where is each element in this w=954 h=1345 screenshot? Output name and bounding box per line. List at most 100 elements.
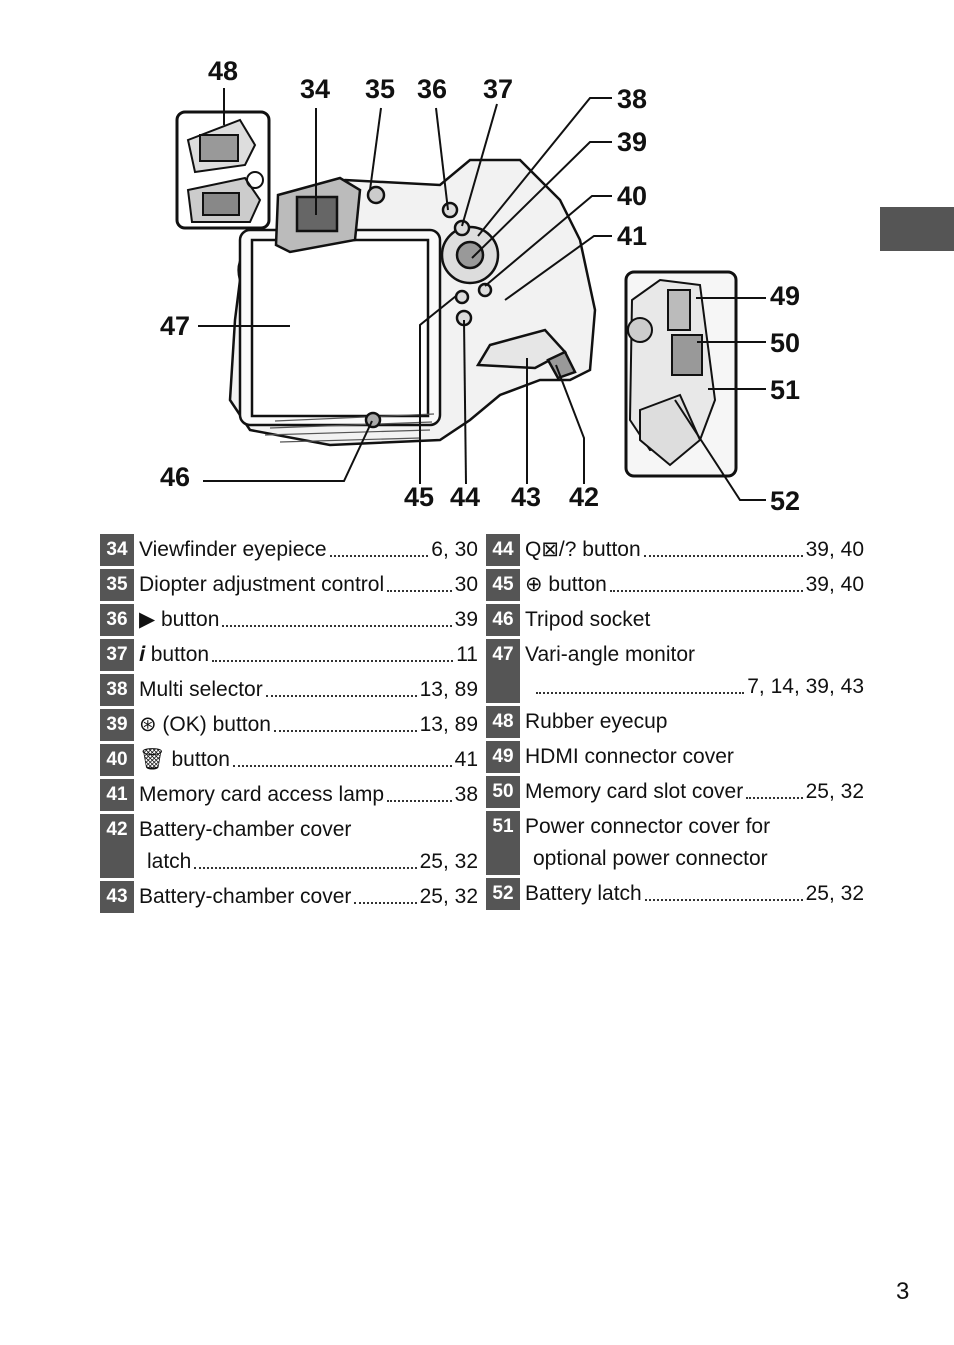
callout-39: 39 <box>617 127 648 157</box>
legend-number: 47 <box>486 639 520 703</box>
legend-pages: 13, 89 <box>419 713 478 736</box>
legend-number: 39 <box>100 709 134 741</box>
legend-number: 45 <box>486 569 520 601</box>
legend-number: 40 <box>100 744 134 776</box>
legend-number: 38 <box>100 674 134 706</box>
callout-35: 35 <box>365 74 396 104</box>
section-tab-marker <box>880 207 954 251</box>
legend-pages: 25, 32 <box>419 850 478 873</box>
legend-pages: 11 <box>456 643 478 666</box>
callout-43: 43 <box>511 482 542 512</box>
legend-label: Battery-chamber cover <box>139 818 352 841</box>
legend-number: 42 <box>100 814 134 878</box>
legend-pages: 39, 40 <box>805 573 864 596</box>
callout-40: 40 <box>617 181 648 211</box>
legend-number: 49 <box>486 741 520 773</box>
legend-label: HDMI connector cover <box>525 745 734 768</box>
camera-back-figure: 48 34 35 36 37 38 39 40 41 47 46 45 44 4… <box>0 0 954 520</box>
camera-illustration <box>175 88 766 501</box>
legend-label: Memory card access lamp <box>139 783 385 806</box>
callout-34: 34 <box>300 74 331 104</box>
legend-pages: 25, 32 <box>419 885 478 908</box>
legend-label: Battery latch <box>525 882 642 905</box>
eyecup-inset <box>175 110 271 230</box>
legend-number: 34 <box>100 534 134 566</box>
legend-label: ⊕ button <box>525 573 607 596</box>
legend-label-continued: latch <box>147 850 192 873</box>
callout-44: 44 <box>450 482 481 512</box>
camera-body <box>228 158 597 447</box>
legend-number: 41 <box>100 779 134 811</box>
legend-label: ▶ button <box>139 608 220 631</box>
legend-row-36: 36▶ button 39 <box>100 604 478 636</box>
callout-46: 46 <box>160 462 191 492</box>
legend-pages: 25, 32 <box>805 780 864 803</box>
legend-number: 50 <box>486 776 520 808</box>
legend-label: Rubber eyecup <box>525 710 668 733</box>
callout-51: 51 <box>770 375 801 405</box>
legend-label: Diopter adjustment control <box>139 573 385 596</box>
page-number: 3 <box>896 1278 910 1305</box>
legend-number: 36 <box>100 604 134 636</box>
legend-label: Q⊠/? button <box>525 538 641 561</box>
legend-pages: 7, 14, 39, 43 <box>747 675 864 698</box>
callout-45: 45 <box>404 482 435 512</box>
legend-label: Viewfinder eyepiece <box>139 538 327 561</box>
legend-label: Battery-chamber cover <box>139 885 352 908</box>
legend-pages: 30 <box>454 573 478 596</box>
side-inset <box>624 270 738 478</box>
legend-number: 52 <box>486 878 520 910</box>
callout-42: 42 <box>569 482 600 512</box>
callout-37: 37 <box>483 74 514 104</box>
legend-number: 37 <box>100 639 134 671</box>
legend-pages: 25, 32 <box>805 882 864 905</box>
legend-row-40: 40🗑 button 41 <box>100 744 478 776</box>
legend-number: 51 <box>486 811 520 875</box>
callout-38: 38 <box>617 84 648 114</box>
legend-number: 35 <box>100 569 134 601</box>
legend-number: 44 <box>486 534 520 566</box>
legend-pages: 38 <box>454 783 478 806</box>
legend-pages: 39, 40 <box>805 538 864 561</box>
legend-row-45: 45⊕ button 39, 40 <box>486 569 864 601</box>
legend-label: Memory card slot cover <box>525 780 744 803</box>
legend-number: 46 <box>486 604 520 636</box>
legend-pages: 6, 30 <box>431 538 478 561</box>
legend-label: Power connector cover for <box>525 815 771 838</box>
callout-49: 49 <box>770 281 801 311</box>
legend-label: Multi selector <box>139 678 263 701</box>
callout-47: 47 <box>160 311 191 341</box>
leader-lines <box>198 88 766 501</box>
legend-label: Tripod socket <box>525 608 651 631</box>
callout-52: 52 <box>770 486 801 516</box>
callout-41: 41 <box>617 221 648 251</box>
legend-number: 43 <box>100 881 134 913</box>
legend-pages: 41 <box>454 748 478 771</box>
legend-label: Vari-angle monitor <box>525 643 696 666</box>
callout-50: 50 <box>770 328 801 358</box>
legend-label: ⊛ (OK) button <box>139 713 271 736</box>
legend-label: 𝒊 button <box>139 643 210 666</box>
callout-48: 48 <box>208 56 239 86</box>
legend-pages: 39 <box>454 608 478 631</box>
legend-row-39: 39⊛ (OK) button 13, 89 <box>100 709 478 741</box>
legend-label: 🗑 button <box>139 748 230 771</box>
legend-number: 48 <box>486 706 520 738</box>
